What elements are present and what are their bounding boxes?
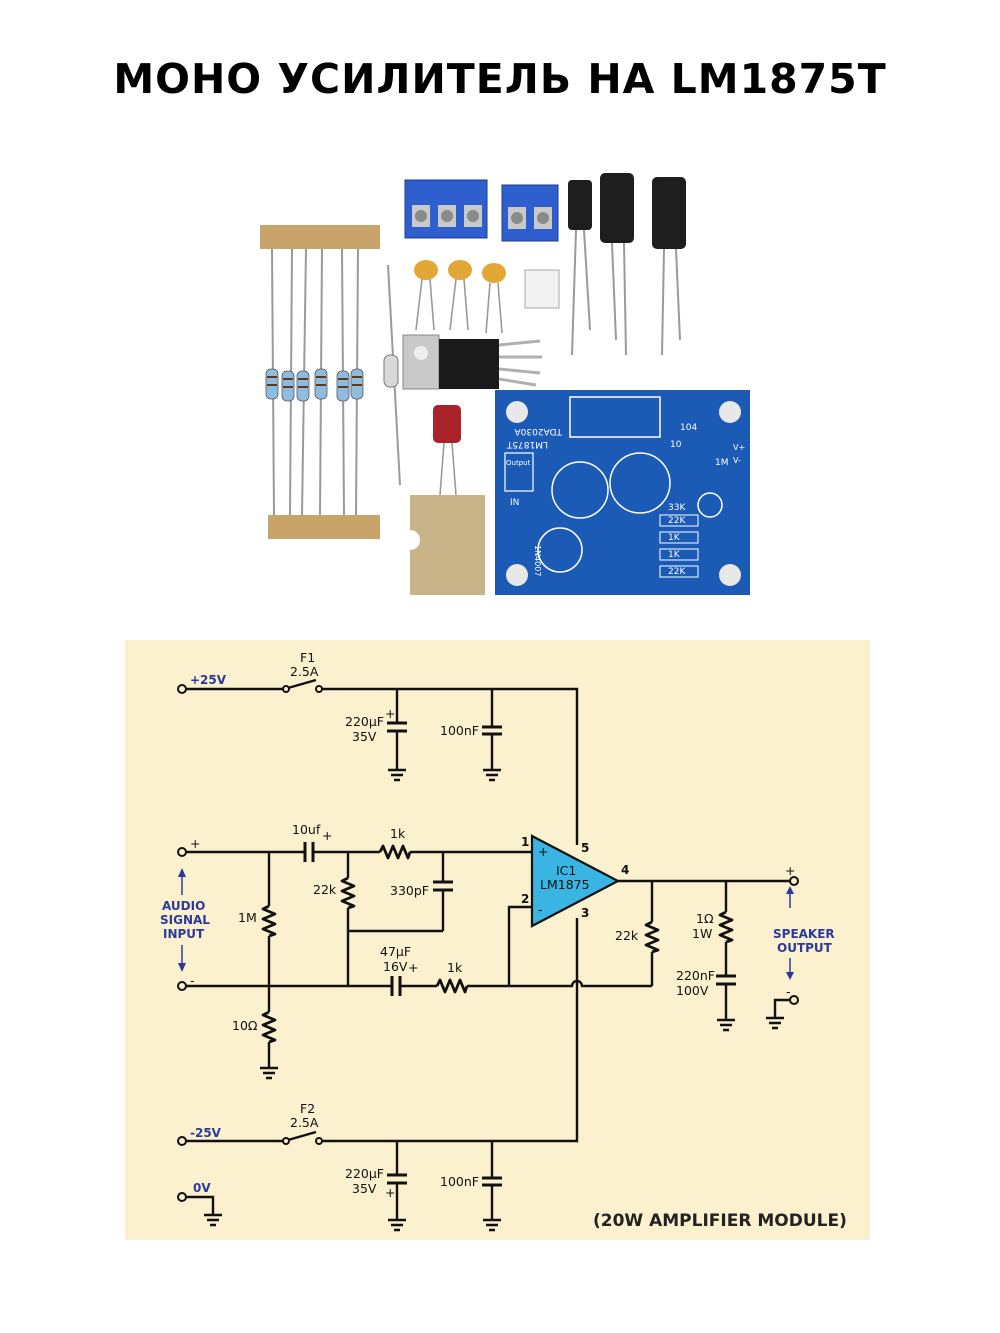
resistor-10-ohm [261,1010,277,1044]
pin-3: 3 [581,906,589,920]
pcb-label: 1K [668,533,681,543]
resistor-1-ohm [718,910,734,944]
resistor-1k-feedback [435,978,469,994]
capacitor-decouple-top [482,689,502,782]
pcb-label: 33K [668,503,686,513]
pin-1: 1 [521,835,529,849]
pcb-label: 1K [668,550,681,560]
resistor-1m [261,904,277,938]
capacitor-bulk-top [387,689,407,782]
pcb-label: LM1875T [506,439,548,449]
ic-lm1875 [530,834,621,928]
fuse1-name: F1 [300,650,315,665]
cap-decouple-bottom-value: 100nF [440,1174,479,1189]
output-label: OUTPUT [777,941,833,955]
supply-pos-label: +25V [190,673,227,687]
pcb-label: 1N4007 [533,545,542,576]
fuse2-name: F2 [300,1101,315,1116]
cap-bulk-bottom-voltage: 35V [352,1181,377,1196]
pin-4: 4 [621,863,629,877]
kit-photo: LM1875T TDA2030A Output 1N4007 22K 1K 1K… [260,173,750,595]
input-label: AUDIO [162,899,205,913]
cap-bulk-top-value: 220µF [345,714,384,729]
ic-part: LM1875 [540,877,590,892]
pcb-label: 104 [680,423,697,433]
cap-feedback-plus: + [408,960,418,975]
pcb-board: LM1875T TDA2030A Output 1N4007 22K 1K 1K… [495,390,750,595]
footer-caption: (20W AMPLIFIER MODULE) [593,1211,847,1231]
input-label: SIGNAL [160,913,210,927]
terminal-block-3pin [404,179,488,239]
pcb-label: 1M [715,458,729,468]
r-input-shunt-value: 1M [238,910,257,925]
cap-feedback-voltage: 16V [383,959,408,974]
cap-input-value: 10uf [292,822,321,837]
output-label: SPEAKER [773,927,835,941]
schematic-background [125,640,870,1240]
resistor-22k-feedback [644,920,660,954]
pcb-label: 10 [670,440,682,450]
speaker-plus: + [785,863,795,878]
input-minus-label: - [190,973,195,988]
cap-bulk-top-voltage: 35V [352,729,377,744]
pcb-label: 22K [668,567,686,577]
speaker-minus: - [786,984,791,999]
cap-input-plus: + [322,828,332,843]
r-input-series-value: 1k [390,826,406,841]
zobel-c-value: 220nF [676,968,715,983]
lm1875-ic [402,334,542,390]
zobel-r-power: 1W [692,926,712,941]
resistor-tape-set [260,225,380,539]
pcb-label: V- [733,456,741,465]
resistor-input-series [378,844,412,860]
capacitor-bulk-bottom [387,1141,407,1232]
ic-name: IC1 [556,863,576,878]
input-plus-label: + [190,836,200,851]
page-title: МОНО УСИЛИТЕЛЬ НА LM1875T [113,55,887,103]
fuse2-value: 2.5A [290,1115,319,1130]
pin-2: 2 [521,892,529,906]
opamp-minus: - [538,902,543,917]
r-feedback-gnd-value: 1k [447,960,463,975]
cap-plus-sign: + [385,1185,395,1200]
resistor-22k-bias [340,876,356,910]
pcb-label: IN [510,498,519,508]
cap-bulk-bottom-value: 220µF [345,1166,384,1181]
cap-filter-value: 330pF [390,883,429,898]
zobel-r-value: 1Ω [696,911,714,926]
r-ground-value: 10Ω [232,1018,258,1033]
zobel-c-voltage: 100V [676,983,709,998]
pcb-label: TDA2030A [514,426,563,436]
terminal-block-2pin [501,184,559,242]
electrolytic-capacitors [568,173,686,356]
opamp-plus: + [538,844,548,859]
r-bias-value: 22k [313,882,337,897]
pcb-label: Output [506,459,531,467]
pin-5: 5 [581,841,589,855]
r-feedback-value: 22k [615,928,639,943]
capacitor-decouple-bottom [482,1141,502,1232]
fuse1-value: 2.5A [290,664,319,679]
terminal-speaker-pos [789,876,799,886]
ground-label: 0V [193,1181,211,1195]
cap-decouple-top-value: 100nF [440,723,479,738]
pcb-label: V+ [733,443,745,452]
fuse-f2 [282,1130,323,1145]
supply-neg-label: -25V [190,1126,222,1140]
cap-feedback-value: 47µF [380,944,411,959]
cap-plus-sign: + [385,706,395,721]
input-label: INPUT [163,927,205,941]
pcb-label: 22K [668,516,686,526]
